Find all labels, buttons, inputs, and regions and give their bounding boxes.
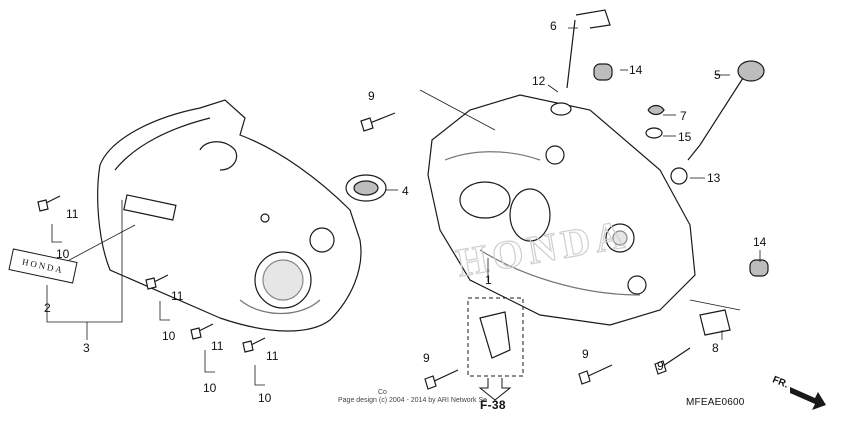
callout-10-a: 10 — [56, 247, 70, 261]
callout-2: 2 — [44, 301, 51, 315]
callout-8: 8 — [712, 341, 719, 355]
copyright-line-2: Page design (c) 2004 - 2014 by ARI Netwo… — [338, 397, 488, 404]
callout-6: 6 — [550, 19, 557, 33]
reference-f38: F-38 — [480, 398, 506, 412]
callout-12: 12 — [532, 74, 546, 88]
callout-13: 13 — [707, 171, 721, 185]
front-direction-arrow — [790, 387, 826, 410]
callout-9-top: 9 — [368, 89, 375, 103]
callout-5: 5 — [714, 68, 721, 82]
small-parts — [345, 9, 769, 336]
callout-15: 15 — [678, 130, 692, 144]
callout-1: 1 — [485, 273, 492, 287]
right-crankcase-cover — [427, 94, 696, 326]
callout-10-c: 10 — [203, 381, 217, 395]
callout-11-b: 11 — [171, 289, 184, 303]
callout-11-a: 11 — [66, 207, 79, 221]
honda-emblem-text: HONDA — [21, 256, 65, 276]
callout-11-d: 11 — [266, 349, 279, 363]
bracket-detail — [467, 297, 524, 401]
figure-code: MFEAE0600 — [686, 397, 745, 408]
callout-9-bottom-right: 9 — [657, 359, 664, 373]
callout-9-bottom-left: 9 — [423, 351, 430, 365]
callout-9-bottom-mid: 9 — [582, 347, 589, 361]
callout-4: 4 — [402, 184, 409, 198]
leader-lines — [46, 27, 761, 386]
callout-7: 7 — [680, 109, 687, 123]
callout-10-d: 10 — [258, 391, 272, 405]
bolts — [37, 112, 691, 390]
callout-10-b: 10 — [162, 329, 176, 343]
callout-11-c: 11 — [211, 339, 224, 353]
left-crankcase-cover — [97, 99, 362, 332]
callout-14-right: 14 — [753, 235, 767, 249]
callout-14-top: 14 — [629, 63, 643, 77]
copyright-line-1: Co — [378, 389, 387, 396]
callout-3: 3 — [83, 341, 90, 355]
